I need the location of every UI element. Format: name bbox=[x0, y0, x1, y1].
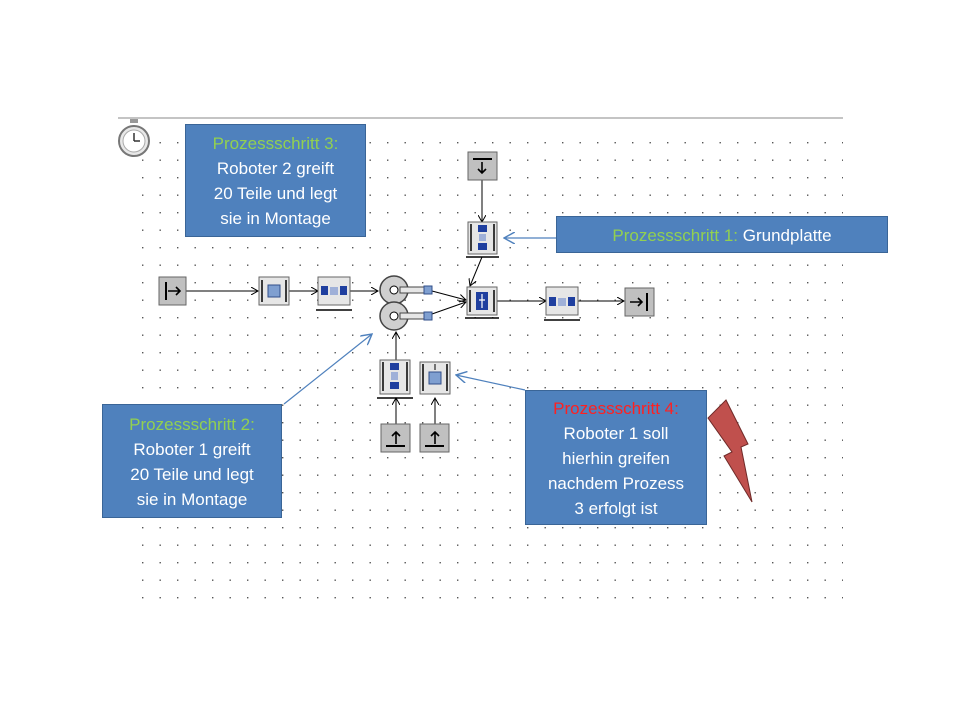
station-block-icon[interactable] bbox=[466, 221, 499, 258]
source-block-icon[interactable] bbox=[380, 423, 411, 453]
sink-block-icon[interactable] bbox=[624, 287, 655, 317]
callout-step2-heading: Prozessschritt 2: bbox=[129, 415, 255, 434]
stopwatch-icon[interactable] bbox=[118, 119, 150, 157]
callout-step1-text: Grundplatte bbox=[742, 226, 832, 245]
callout-step2-line: 20 Teile und legt bbox=[130, 465, 254, 484]
callout-step1: Prozessschritt 1: Grundplatte bbox=[556, 216, 888, 253]
callout-step3-heading: Prozessschritt 3: bbox=[212, 134, 339, 153]
assembly-block-icon[interactable] bbox=[465, 286, 499, 319]
source-block-icon[interactable] bbox=[158, 276, 187, 306]
callout-pointers bbox=[283, 238, 556, 405]
callout-step3-line: sie in Montage bbox=[220, 209, 331, 228]
source-block-icon[interactable] bbox=[419, 423, 450, 453]
callout-step3-line: 20 Teile und legt bbox=[213, 184, 338, 203]
callout-step2: Prozessschritt 2: Roboter 1 greift 20 Te… bbox=[102, 404, 282, 518]
callout-step4-line: nachdem Prozess bbox=[547, 474, 685, 493]
robot-block-icon[interactable] bbox=[379, 275, 433, 331]
station-block-icon[interactable] bbox=[316, 276, 352, 311]
callout-step4-line: hierhin greifen bbox=[562, 449, 670, 468]
callout-step4-heading: Prozessschritt 4: bbox=[553, 399, 679, 418]
callout-step3: Prozessschritt 3: Roboter 2 greift 20 Te… bbox=[185, 124, 366, 237]
callout-step4-line: 3 erfolgt ist bbox=[574, 499, 658, 518]
source-block-icon[interactable] bbox=[467, 151, 498, 181]
station-block-icon[interactable] bbox=[377, 359, 413, 399]
flow-lines bbox=[186, 180, 624, 424]
buffer-block-icon[interactable] bbox=[419, 361, 451, 395]
callout-step2-line: sie in Montage bbox=[136, 490, 248, 509]
station-block-icon[interactable] bbox=[544, 286, 580, 321]
callout-step1-heading: Prozessschritt 1: bbox=[612, 226, 739, 245]
callout-step3-line: Roboter 2 greift bbox=[216, 159, 335, 178]
callout-step4-line: Roboter 1 soll bbox=[563, 424, 669, 443]
buffer-block-icon[interactable] bbox=[258, 276, 290, 306]
callout-step4: Prozessschritt 4: Roboter 1 soll hierhin… bbox=[525, 390, 707, 525]
lightning-icon bbox=[707, 399, 753, 503]
callout-step2-line: Roboter 1 greift bbox=[133, 440, 251, 459]
